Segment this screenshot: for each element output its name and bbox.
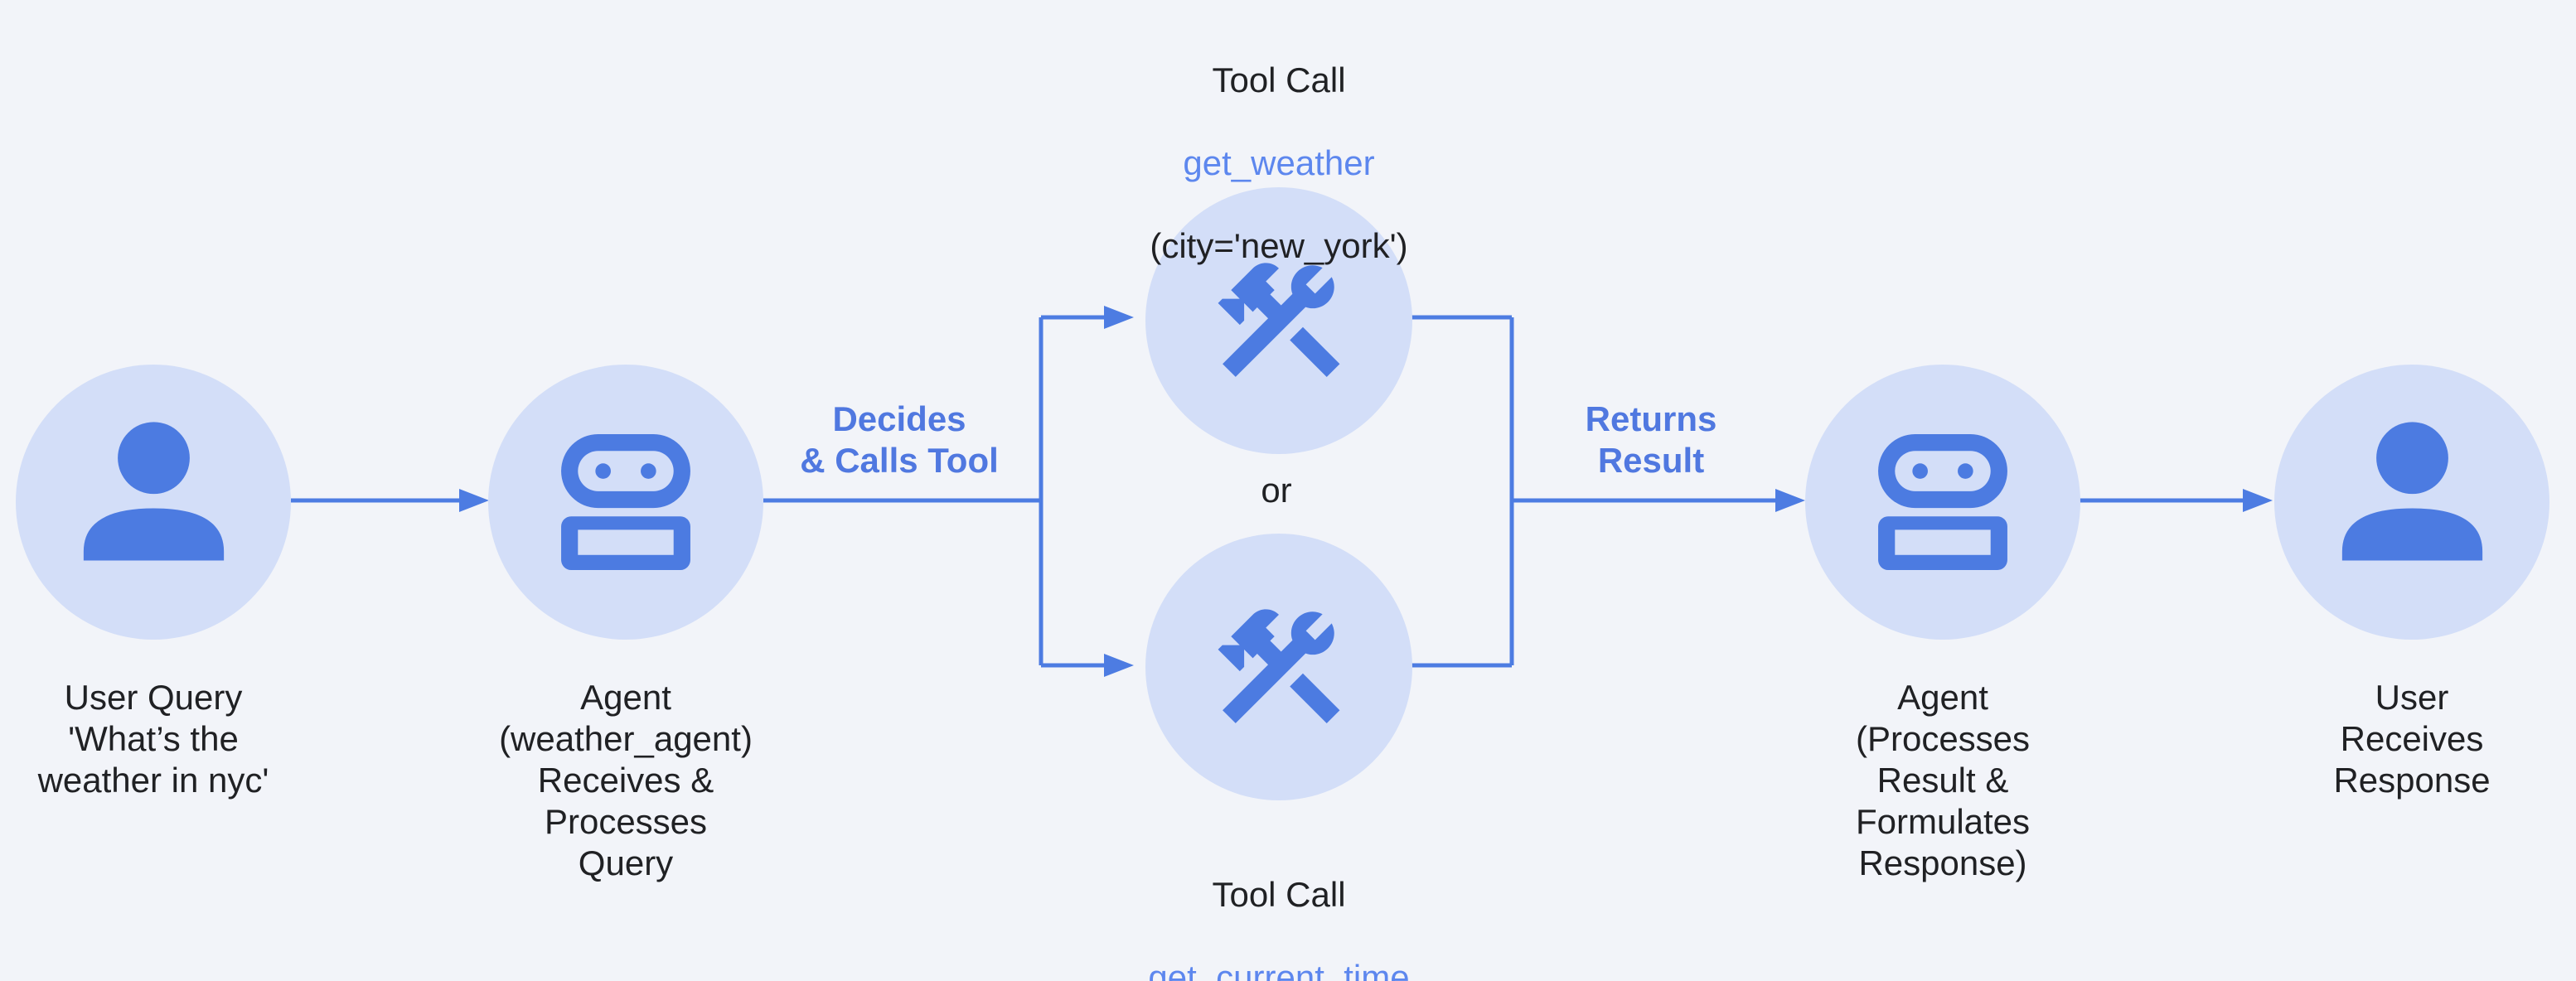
arrowhead-to-tool-bottom-icon <box>1104 654 1134 677</box>
robot-icon <box>561 434 690 570</box>
arrowhead-to-agent2-icon <box>1775 489 1805 512</box>
user-response-caption: User Receives Response <box>2333 678 2491 800</box>
tool-node-get-weather <box>1145 187 1412 454</box>
user-query-node <box>16 365 291 640</box>
agent1-caption: Agent (weather_agent) Receives & Process… <box>499 678 753 882</box>
robot-icon <box>1878 434 2007 570</box>
agent2-caption: Agent (Processes Result & Formulates Res… <box>1855 678 2031 882</box>
user-query-caption: User Query 'What’s the weather in nyc' <box>37 678 269 800</box>
connector-agent1-branch <box>763 315 1104 668</box>
tool-node-get-current-time <box>1145 534 1412 800</box>
tool-call-top-args: (city='new_york') <box>1150 226 1408 265</box>
decides-calls-tool-label: Decides & Calls Tool <box>800 399 999 480</box>
arrowhead-to-user2-icon <box>2243 489 2273 512</box>
arrowhead-to-agent1-icon <box>459 489 489 512</box>
tool-call-top-caption: Tool Call get_weather (city='new_york') <box>1150 18 1407 308</box>
person-icon <box>2341 421 2482 560</box>
person-icon <box>83 421 224 560</box>
tool-call-bottom-function-name: get_current_time <box>1148 958 1410 981</box>
agent2-node <box>1805 365 2080 640</box>
returns-result-label: Returns Result <box>1585 399 1717 480</box>
construction-tools-icon <box>1218 263 1340 377</box>
user-response-node <box>2274 365 2549 640</box>
construction-tools-icon <box>1218 609 1340 723</box>
agent1-node <box>488 365 763 640</box>
connector-tools-merge <box>1411 315 1775 668</box>
or-label: or <box>1261 471 1292 510</box>
tool-call-bottom-caption: Tool Call get_current_time <box>1148 833 1409 981</box>
tool-call-bottom-title: Tool Call <box>1212 875 1346 914</box>
tool-call-top-function-name: get_weather <box>1183 143 1375 182</box>
arrowhead-to-tool-top-icon <box>1104 306 1134 329</box>
tool-call-top-title: Tool Call <box>1212 60 1346 99</box>
